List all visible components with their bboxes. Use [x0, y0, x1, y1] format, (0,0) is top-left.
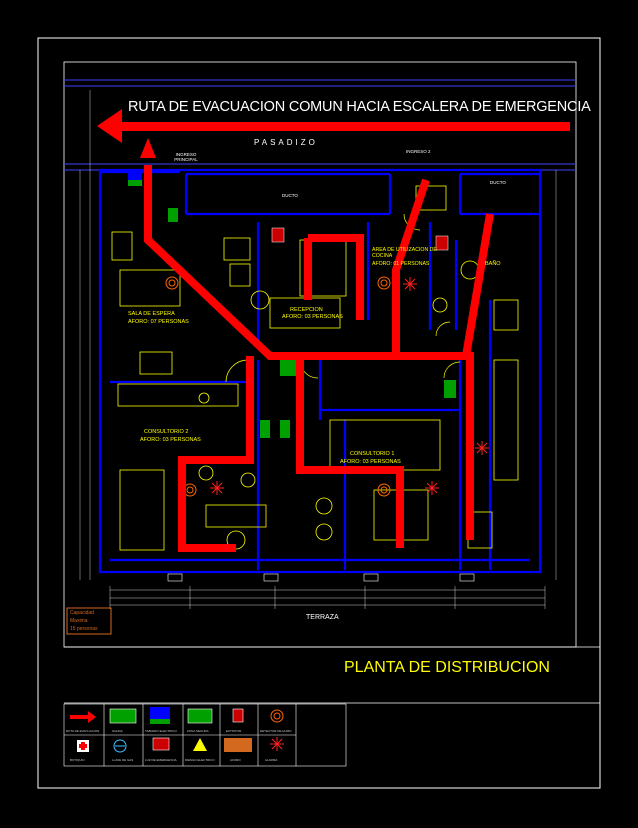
legend-caption: ZONA SEGURA	[187, 729, 209, 733]
duct-right-label: DUCTO	[490, 180, 506, 185]
legend-caption: LUZ DE EMERGENCIA	[145, 758, 177, 762]
dimension-ticks	[109, 586, 546, 609]
office-2-label: CONSULTORIO 2	[144, 429, 189, 435]
warning-sign-icon	[193, 738, 207, 751]
legend-caption: SALIDA	[112, 729, 123, 733]
evacuation-arrow-icon	[70, 711, 96, 723]
dimension-lines	[79, 90, 557, 606]
entrance-2-label: INGRESO 2	[406, 149, 431, 154]
alarm-icon	[270, 737, 284, 751]
window-marks	[167, 573, 475, 582]
office-1-capacity: AFORO: 03 PERSONAS	[340, 459, 401, 465]
extinguisher-icon	[232, 708, 244, 723]
first-aid-icon	[77, 740, 89, 752]
bathroom-label: BAÑO	[485, 261, 501, 267]
legend-caption: BOTIQUIN	[70, 758, 85, 762]
legend-caption: LLAVE DE GAS	[112, 758, 134, 762]
main-entrance-label: INGRESO PRINCIPAL	[174, 152, 198, 162]
capacity-sign-icon	[224, 738, 252, 752]
smoke-detector-icon	[270, 709, 284, 723]
waiting-room-capacity: AFORO: 07 PERSONAS	[128, 319, 189, 325]
smoke-detector-icons	[165, 276, 391, 497]
gas-valve-icon	[113, 739, 127, 753]
legend-caption: RIESGO ELECTRICO	[185, 758, 215, 762]
duct-left-label: DUCTO	[282, 193, 298, 198]
capacity-box	[66, 607, 112, 635]
alarm-icons	[210, 277, 489, 495]
capacity-line-2: Maxima	[70, 618, 88, 624]
green-panel-icon	[187, 708, 213, 724]
legend-caption: TABLERO ELECTRICO	[145, 729, 177, 733]
legend-caption: ALARMA	[265, 758, 278, 762]
exit-sign-icon	[109, 708, 137, 724]
reception-capacity: AFORO: 03 PERSONAS	[282, 314, 343, 320]
capacity-line-3: 15 personas	[70, 626, 98, 632]
outer-frame	[37, 37, 601, 789]
evacuation-route	[144, 165, 494, 552]
evacuation-route-title: RUTA DE EVACUACION COMUN HACIA ESCALERA …	[128, 99, 591, 115]
office-2-capacity: AFORO: 03 PERSONAS	[140, 437, 201, 443]
reception-label: RECEPCION	[290, 307, 323, 313]
legend-caption: AFORO	[230, 758, 241, 762]
waiting-room-label: SALA DE ESPERA	[128, 311, 175, 317]
blue-panel-icon	[150, 707, 170, 724]
capacity-line-1: Capacidad	[70, 610, 94, 616]
terrace-label: TERRAZA	[306, 614, 339, 621]
emergency-light-icon	[152, 737, 170, 751]
legend-grid	[63, 703, 347, 767]
corridor-label: PASADIZO	[254, 138, 318, 147]
furniture	[111, 185, 519, 551]
kitchen-area-label: AREA DE UTILIZACION DE COCINA	[372, 247, 437, 260]
main-evacuation-arrow-head	[97, 109, 122, 143]
legend-caption: EXTINTOR	[226, 729, 242, 733]
legend-caption: RUTA DE EVACUACION	[66, 729, 100, 733]
main-evacuation-arrow-shaft	[118, 122, 570, 131]
route-arrow-up	[140, 138, 156, 158]
safety-panels	[128, 170, 456, 438]
legend-caption: DETECTOR DE HUMO	[260, 729, 292, 733]
walls	[98, 168, 542, 574]
kitchen-area-capacity: AFORO: 01 PERSONAS	[372, 261, 430, 267]
drawing-title: PLANTA DE DISTRIBUCION	[344, 659, 550, 676]
office-1-label: CONSULTORIO 1	[350, 451, 395, 457]
